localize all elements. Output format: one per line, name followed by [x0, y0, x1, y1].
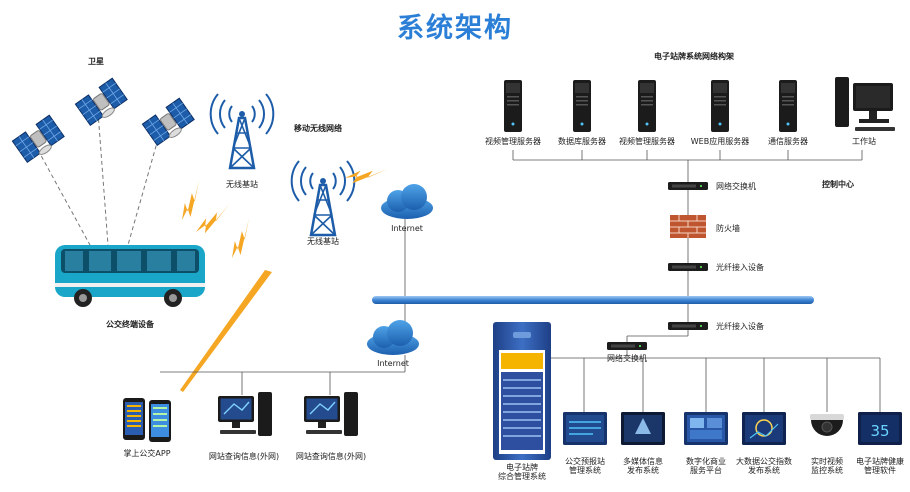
server-icon — [573, 80, 591, 132]
workstation-icon — [835, 77, 895, 131]
mobile-network-label: 移动无线网络 — [294, 124, 342, 133]
network-backbone — [372, 296, 814, 304]
bus-terminal-label: 公交终端设备 — [106, 320, 154, 329]
subsystem-label: 电子站牌健康 管理软件 — [856, 457, 904, 476]
client-label: 网站查询信息(外网) — [208, 452, 280, 461]
wireless-signal-icon — [191, 204, 236, 236]
server-icon — [504, 80, 522, 132]
subsystem-screen — [621, 412, 665, 445]
switch-label: 网络交换机 — [716, 182, 756, 191]
base-station-icon — [209, 92, 275, 170]
internet-label: Internet — [377, 359, 409, 368]
client-label: 网站查询信息(外网) — [295, 452, 367, 461]
client-label: 掌上公交APP — [123, 449, 171, 458]
wireless-signal-icon — [180, 270, 272, 392]
satellite-icon — [74, 77, 130, 129]
network-arch-label: 电子站牌系统网络构架 — [654, 52, 734, 61]
satellite-icon — [11, 114, 67, 166]
firewall-icon — [670, 215, 706, 238]
server-icon — [711, 80, 729, 132]
server-label: 通信服务器 — [768, 137, 808, 146]
desktop-pc-icon — [304, 392, 358, 436]
desktop-pc-icon — [218, 392, 272, 436]
satellite-links — [37, 111, 161, 246]
subsystem-label: 数字化商业 服务平台 — [686, 457, 726, 476]
fiber-access-label: 光纤接入设备 — [716, 322, 764, 331]
page-title: 系统架构 — [397, 13, 513, 44]
base-station-label: 无线基站 — [226, 180, 258, 189]
wireless-signal-icon — [220, 218, 264, 261]
control-center-label: 控制中心 — [822, 180, 854, 189]
subsystem-screen — [742, 412, 786, 445]
server-links — [160, 150, 881, 412]
server-icon — [638, 80, 656, 132]
server-label: 视频管理服务器 — [485, 137, 541, 146]
kiosk-label: 电子站牌 综合管理系统 — [498, 463, 546, 482]
fiber-access-icon — [668, 322, 708, 330]
workstation-label: 工作站 — [852, 137, 876, 146]
subsystem-screen — [684, 412, 728, 445]
satellite-label: 卫星 — [88, 57, 104, 66]
server-icon — [779, 80, 797, 132]
subsystem-screen — [563, 412, 607, 445]
subsystem-label: 公交预报站 管理系统 — [565, 457, 605, 476]
subsystem-label: 大数据公交指数 发布系统 — [736, 457, 792, 476]
server-label: 视频管理服务器 — [619, 137, 675, 146]
switch-label: 网络交换机 — [607, 354, 647, 363]
server-label: 数据库服务器 — [558, 137, 606, 146]
base-station-icon — [290, 159, 356, 237]
kiosk-icon — [493, 322, 551, 460]
fiber-access-label: 光纤接入设备 — [716, 263, 764, 272]
internet-cloud-icon — [381, 184, 433, 219]
thermostat-screen: 35 — [858, 412, 902, 445]
satellite-icon — [141, 97, 197, 149]
bus-icon — [55, 245, 205, 307]
base-station-label: 无线基站 — [307, 237, 339, 246]
firewall-label: 防火墙 — [716, 224, 740, 233]
camera-icon — [810, 414, 844, 436]
server-label: WEB应用服务器 — [690, 137, 750, 146]
wireless-signal-icon — [170, 180, 214, 223]
phone-icon — [123, 398, 171, 442]
network-switch-icon — [668, 182, 708, 190]
subsystem-label: 实时视频 监控系统 — [811, 457, 843, 476]
fiber-access-icon — [668, 263, 708, 271]
internet-label: Internet — [391, 224, 423, 233]
network-switch-icon — [607, 342, 647, 350]
thermostat-value: 35 — [870, 422, 889, 440]
internet-cloud-icon — [367, 320, 419, 355]
subsystem-label: 多媒体信息 发布系统 — [623, 457, 663, 476]
